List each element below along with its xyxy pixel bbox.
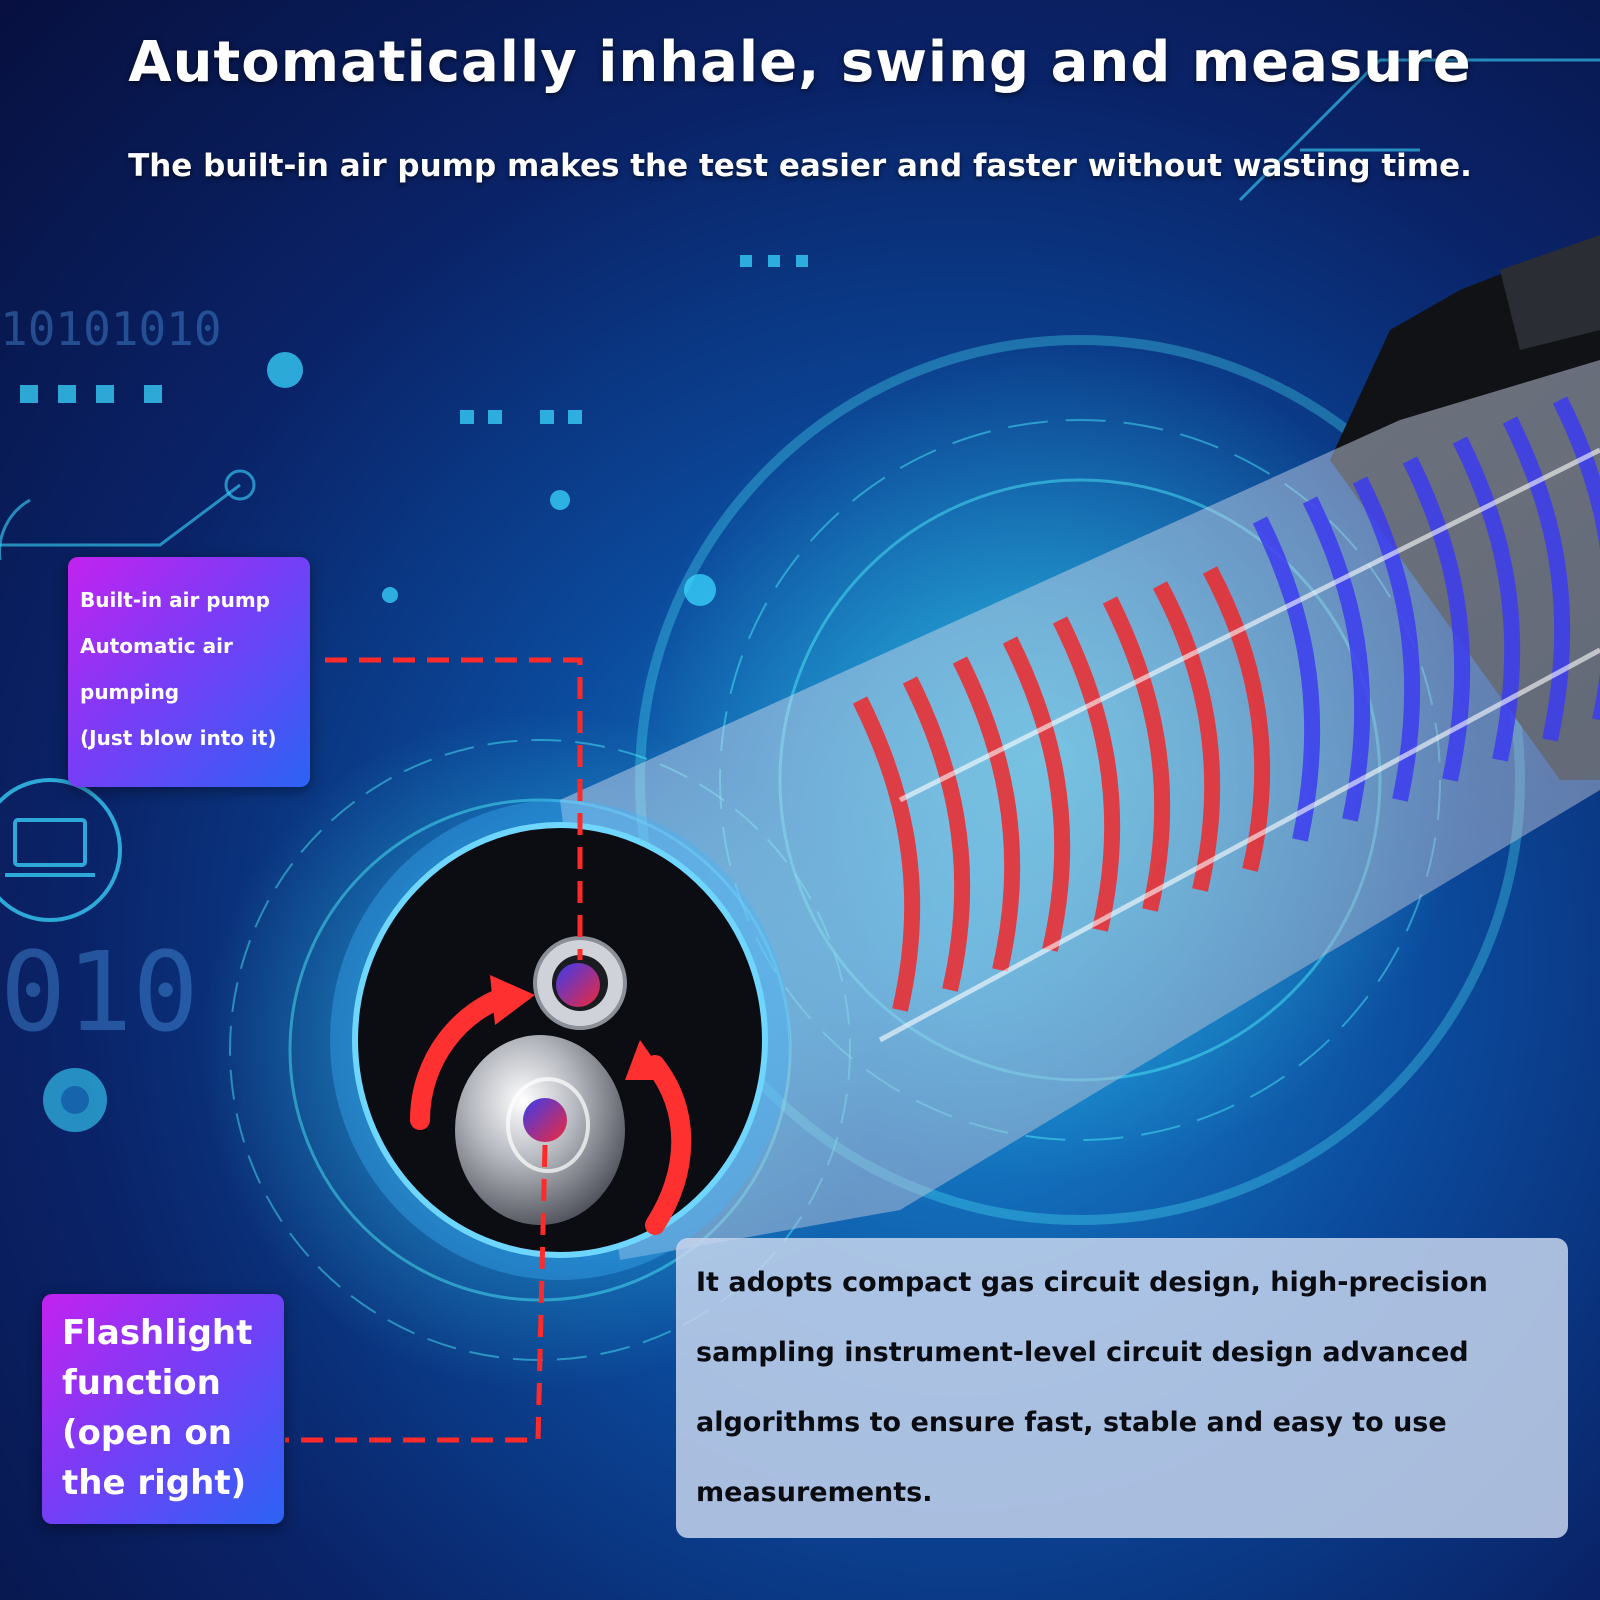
description-line: It adopts compact gas circuit design, hi… <box>696 1267 1488 1298</box>
air-pump-callout-line: Automatic air <box>80 634 233 658</box>
binary-digits-large: 010 <box>0 928 199 1056</box>
rotation-arrow-icon <box>410 985 692 1235</box>
pump-marker-dot <box>556 963 600 1007</box>
air-pump-callout-line: (Just blow into it) <box>80 726 277 750</box>
flashlight-callout-line: the right) <box>62 1463 247 1503</box>
flashlight-callout: Flashlight function (open on the right) <box>42 1294 284 1524</box>
description-panel: It adopts compact gas circuit design, hi… <box>676 1238 1568 1538</box>
flashlight-callout-line: Flashlight <box>62 1313 253 1353</box>
description-line: algorithms to ensure fast, stable and ea… <box>696 1407 1447 1438</box>
headline: Automatically inhale, swing and measure <box>128 30 1472 95</box>
pump-pointer-line <box>325 657 583 960</box>
flashlight-callout-line: (open on <box>62 1413 232 1453</box>
air-pump-callout-line: pumping <box>80 680 180 704</box>
description-line: sampling instrument-level circuit design… <box>696 1337 1469 1368</box>
binary-digits: 10101010 <box>0 302 222 356</box>
rotation-arrow-heads <box>490 975 668 1080</box>
air-pump-callout-line: Built-in air pump <box>80 588 270 612</box>
circuit-node-icon <box>224 469 256 501</box>
device-display <box>1500 235 1600 350</box>
flashlight-callout-line: function <box>62 1363 221 1403</box>
dot-pattern <box>20 255 808 606</box>
circuit-lines <box>0 58 1600 560</box>
gear-icon <box>43 1068 107 1132</box>
subheadline: The built-in air pump makes the test eas… <box>128 148 1472 184</box>
flashlight-pointer-line <box>285 1144 548 1443</box>
flashlight-marker-dot <box>523 1098 567 1142</box>
description-line: measurements. <box>696 1477 933 1508</box>
laptop-icon <box>0 778 122 922</box>
air-pump-callout: Built-in air pump Automatic air pumping … <box>68 557 310 787</box>
internal-coils <box>852 396 1600 1043</box>
